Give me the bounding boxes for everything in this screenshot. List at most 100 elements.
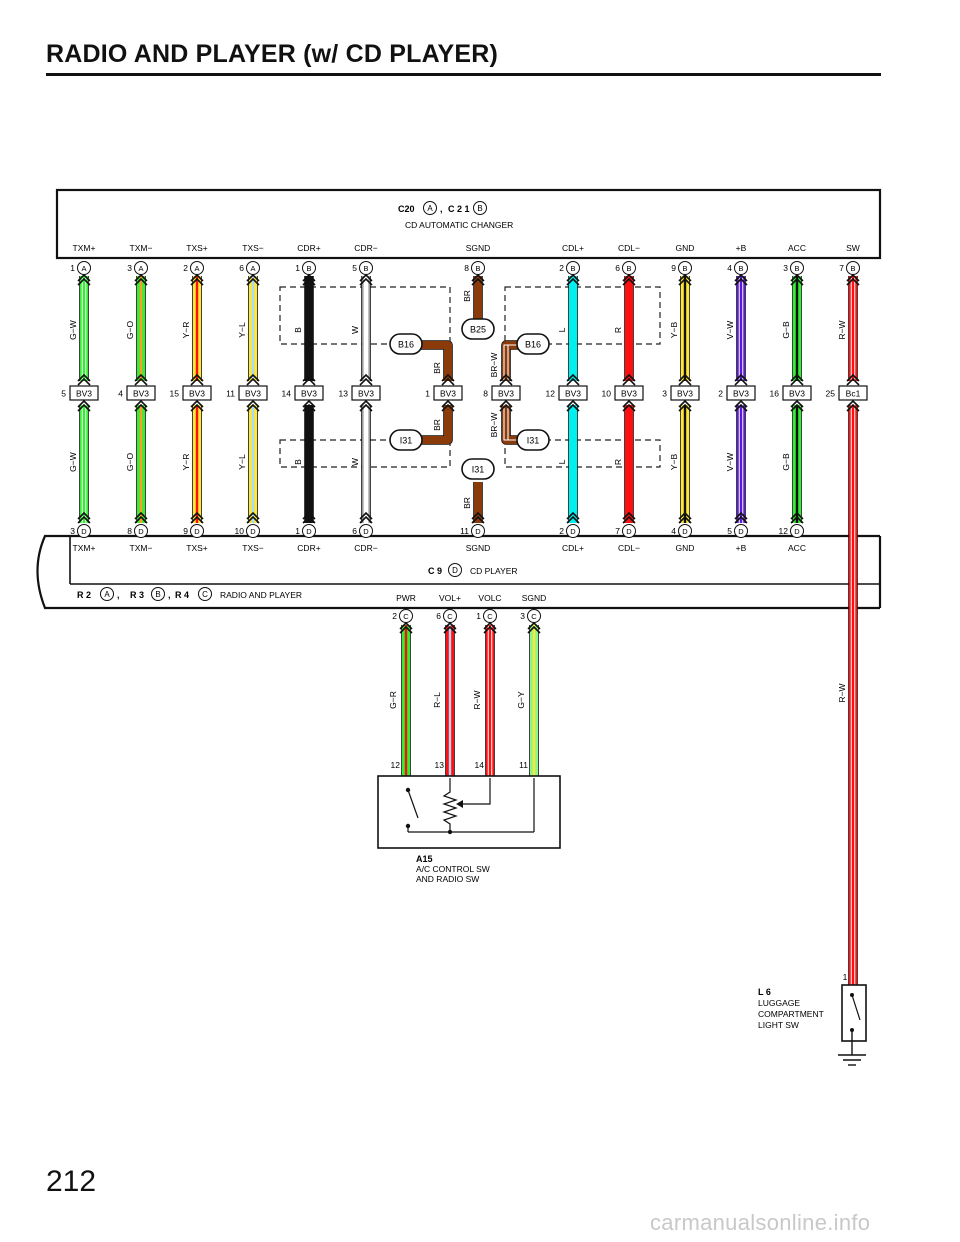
svg-text:+B: +B <box>736 543 747 553</box>
svg-text:3: 3 <box>520 611 525 621</box>
svg-text:2: 2 <box>718 389 723 399</box>
svg-text:11: 11 <box>226 389 235 399</box>
junction-5: BV3 14 <box>282 374 324 412</box>
svg-text:1: 1 <box>295 263 300 273</box>
svg-text:11: 11 <box>460 526 469 536</box>
changer-code1: C20 <box>398 204 415 214</box>
svg-text:4: 4 <box>727 263 732 273</box>
svg-text:BV3: BV3 <box>789 389 805 399</box>
svg-text:25: 25 <box>826 389 836 399</box>
svg-text:10: 10 <box>602 389 612 399</box>
upper-wire-label-9: R <box>613 327 623 333</box>
page-title: RADIO AND PLAYER (w/ CD PLAYER) <box>46 40 499 68</box>
svg-text:4: 4 <box>671 526 676 536</box>
svg-text:BV3: BV3 <box>301 389 317 399</box>
radio-code1: R 2 <box>77 590 91 600</box>
junction-7: BV3 1 <box>425 374 463 412</box>
svg-text:14: 14 <box>282 389 292 399</box>
player-code: C 9 <box>428 566 442 576</box>
svg-text:BV3: BV3 <box>498 389 514 399</box>
svg-text:2: 2 <box>392 611 397 621</box>
svg-text:4: 4 <box>118 389 123 399</box>
splice-wire-label-3: BR <box>432 362 442 374</box>
svg-text:6: 6 <box>239 263 244 273</box>
svg-text:B: B <box>306 264 311 273</box>
svg-text:TXM+: TXM+ <box>73 243 96 253</box>
svg-text:D: D <box>626 527 632 536</box>
junction-14: Bc1 25 <box>826 374 868 412</box>
svg-text:TXM−: TXM− <box>130 543 153 553</box>
luggage-line1: LUGGAGE <box>758 998 800 1008</box>
svg-text:GND: GND <box>676 543 695 553</box>
svg-text:SW: SW <box>846 243 860 253</box>
svg-text:TXS−: TXS− <box>242 243 264 253</box>
svg-text:2: 2 <box>183 263 188 273</box>
splice-6: I31 <box>516 429 550 451</box>
svg-text:12: 12 <box>391 760 401 770</box>
long-wire-rw <box>848 405 858 985</box>
svg-text:C: C <box>487 612 493 621</box>
svg-text:D: D <box>682 527 688 536</box>
svg-text:BV3: BV3 <box>440 389 456 399</box>
splice-wire-label-2: BR−W <box>489 353 499 378</box>
upper-wire-label-12: G−B <box>781 321 791 339</box>
radio-letter2: B <box>155 590 160 599</box>
lower-wire-label-3: Y−R <box>181 454 191 471</box>
svg-text:8: 8 <box>483 389 488 399</box>
upper-wire-label-10: Y−B <box>669 322 679 339</box>
svg-text:B25: B25 <box>470 325 486 335</box>
upper-wire-label-3: Y−R <box>181 322 191 339</box>
radio-code2: R 3 <box>130 590 144 600</box>
svg-text:TXS+: TXS+ <box>186 543 208 553</box>
splice-wire-label-1: BR <box>462 290 472 302</box>
lower-wire-label-2: G−O <box>125 453 135 472</box>
svg-text:1: 1 <box>425 389 430 399</box>
lower-wire-label-8: L <box>557 459 567 464</box>
radio-sep1: , <box>117 590 120 600</box>
svg-text:B16: B16 <box>398 340 414 350</box>
lower-wire-label-12: G−B <box>781 453 791 471</box>
svg-text:CDL+: CDL+ <box>562 243 584 253</box>
svg-text:PWR: PWR <box>396 593 416 603</box>
player-name: CD PLAYER <box>470 566 518 576</box>
svg-text:,: , <box>440 204 443 214</box>
svg-text:13: 13 <box>435 760 445 770</box>
upper-wire-label-1: G−W <box>68 320 78 340</box>
changer-code2: C 2 1 <box>448 204 470 214</box>
svg-text:D: D <box>738 527 744 536</box>
watermark: carmanualsonline.info <box>650 1210 871 1235</box>
svg-text:VOL+: VOL+ <box>439 593 461 603</box>
title-rule <box>46 73 881 76</box>
svg-text:5: 5 <box>352 263 357 273</box>
svg-text:B: B <box>363 264 368 273</box>
svg-text:C: C <box>447 612 453 621</box>
upper-wire-label-5: B <box>293 327 303 333</box>
svg-text:CDR+: CDR+ <box>297 543 320 553</box>
svg-text:Bc1: Bc1 <box>846 389 861 399</box>
lower-wire-label-10: Y−B <box>669 454 679 471</box>
ac-control-switch: A15 A/C CONTROL SW AND RADIO SW <box>377 775 561 884</box>
changer-letter1: A <box>427 204 433 213</box>
svg-text:6: 6 <box>615 263 620 273</box>
svg-text:D: D <box>363 527 369 536</box>
lower-wire-label-6: W <box>350 458 360 466</box>
radio-sep2: , <box>168 590 171 600</box>
